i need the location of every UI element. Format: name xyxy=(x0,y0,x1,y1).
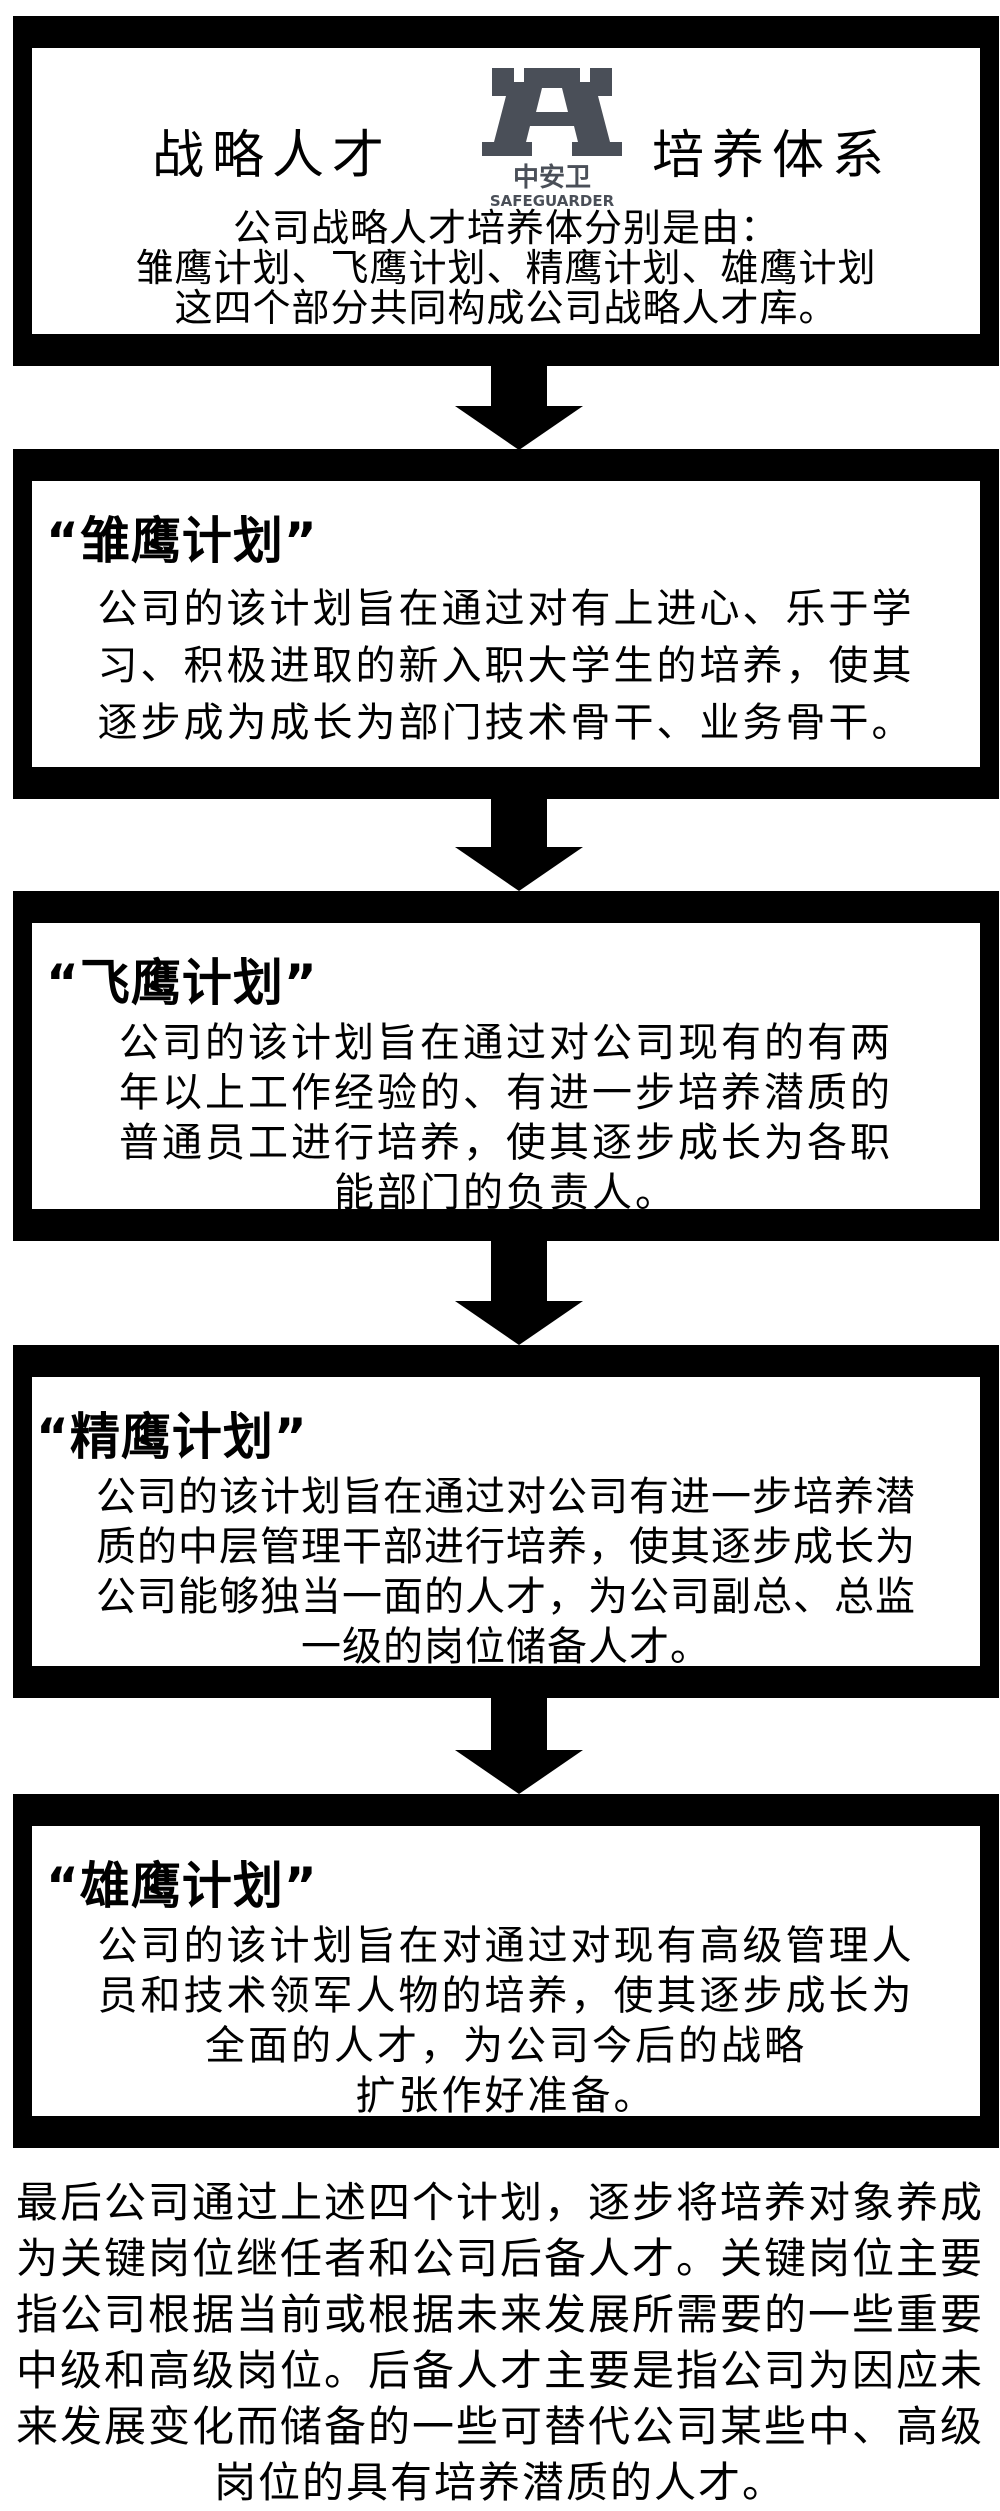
logo-cn: 中安卫 xyxy=(513,163,591,193)
plan-line: 能部门的负责人。 xyxy=(334,1170,678,1216)
conclusion-line: 最后公司通过上述四个计划，逐步将培养对象养成 xyxy=(15,2178,984,2227)
plan-line: 逐步成为成长为部门技术骨干、业务骨干。 xyxy=(97,700,915,746)
conclusion-line: 中级和高级岗位。后备人才主要是指公司为因应未 xyxy=(15,2346,984,2395)
conclusion-line: 为关键岗位继任者和公司后备人才。关键岗位主要 xyxy=(15,2234,984,2283)
plan-line: 年以上工作经验的、有进一步培养潜质的 xyxy=(119,1070,893,1116)
plan-line: 公司的该计划旨在对通过对现有高级管理人 xyxy=(97,1923,915,1969)
plan-line: 公司的该计划旨在通过对公司有进一步培养潜 xyxy=(96,1474,916,1520)
intro-line: 这四个部分共同构成公司战略人才库。 xyxy=(174,286,838,330)
conclusion-line: 来发展变化而储备的一些可替代公司某些中、高级 xyxy=(15,2402,984,2451)
conclusion-paragraph: 最后公司通过上述四个计划，逐步将培养对象养成 为关键岗位继任者和公司后备人才。关… xyxy=(8,2175,992,2511)
plan-title: “飞鹰计划” xyxy=(46,954,318,1012)
plan-text: 公司的该计划旨在对通过对现有高级管理人 员和技术领军人物的培养，使其逐步成长为 … xyxy=(52,1921,960,2121)
plan-title: “雏鹰计划” xyxy=(46,512,318,570)
logo-en: SAFEGUARDER xyxy=(490,192,615,208)
plan-line: 扩张作好准备。 xyxy=(355,2073,657,2119)
intro-box: 战略人才 中安卫 SAFEGUARDER 培养体系 公司战略人才培养体分别是由：… xyxy=(13,16,999,366)
intro-line: 公司战略人才培养体分别是由： xyxy=(232,206,779,250)
intro-text: 公司战略人才培养体分别是由： 雏鹰计划、飞鹰计划、精鹰计划、雄鹰计划 这四个部分… xyxy=(52,208,960,328)
header-row: 战略人才 中安卫 SAFEGUARDER 培养体系 xyxy=(32,58,980,210)
safeguarder-logo: 中安卫 SAFEGUARDER xyxy=(452,68,652,210)
plan-title: “雄鹰计划” xyxy=(46,1857,318,1915)
plan-text: 公司的该计划旨在通过对公司现有的有两 年以上工作经验的、有进一步培养潜质的 普通… xyxy=(52,1018,960,1218)
plan-box-xiongying: “雄鹰计划” 公司的该计划旨在对通过对现有高级管理人 员和技术领军人物的培养，使… xyxy=(13,1794,999,2148)
plan-line: 员和技术领军人物的培养，使其逐步成长为 xyxy=(97,1973,915,2019)
title-left: 战略人才 xyxy=(152,126,393,186)
intro-line: 雏鹰计划、飞鹰计划、精鹰计划、雄鹰计划 xyxy=(135,246,877,290)
plan-line: 一级的岗位储备人才。 xyxy=(301,1624,711,1670)
plan-box-chuying: “雏鹰计划” 公司的该计划旨在通过对有上进心、乐于学 习、积极进取的新入职大学生… xyxy=(13,449,999,799)
plan-line: 普通员工进行培养，使其逐步成长为各职 xyxy=(119,1120,893,1166)
plan-line: 习、积极进取的新入职大学生的培养，使其 xyxy=(97,643,915,689)
plan-box-jingying: “精鹰计划” 公司的该计划旨在通过对公司有进一步培养潜 质的中层管理干部进行培养… xyxy=(13,1345,999,1698)
plan-line: 质的中层管理干部进行培养，使其逐步成长为 xyxy=(96,1524,916,1570)
plan-text: 公司的该计划旨在通过对公司有进一步培养潜 质的中层管理干部进行培养，使其逐步成长… xyxy=(32,1472,980,1672)
plan-title: “精鹰计划” xyxy=(36,1408,308,1466)
plan-text: 公司的该计划旨在通过对有上进心、乐于学 习、积极进取的新入职大学生的培养，使其 … xyxy=(52,581,960,752)
plan-line: 公司的该计划旨在通过对有上进心、乐于学 xyxy=(97,586,915,632)
plan-line: 公司能够独当一面的人才，为公司副总、总监 xyxy=(96,1574,916,1620)
title-right: 培养体系 xyxy=(652,126,893,186)
conclusion-line: 岗位的具有培养潜质的人才。 xyxy=(213,2458,786,2507)
plan-line: 公司的该计划旨在通过对公司现有的有两 xyxy=(119,1020,893,1066)
conclusion-line: 指公司根据当前或根据未来发展所需要的一些重要 xyxy=(15,2290,984,2339)
plan-box-feiying: “飞鹰计划” 公司的该计划旨在通过对公司现有的有两 年以上工作经验的、有进一步培… xyxy=(13,891,999,1241)
plan-line: 全面的人才，为公司今后的战略 xyxy=(205,2023,807,2069)
